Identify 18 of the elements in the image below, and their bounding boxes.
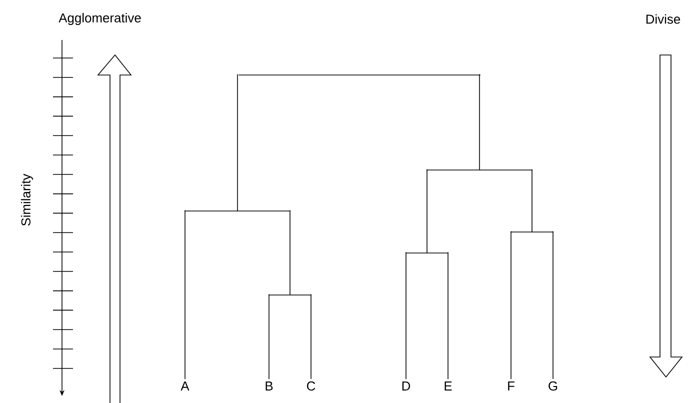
dendrogram-branch [426, 168, 428, 254]
leaf-label: F [508, 382, 514, 390]
leaf-label: C [306, 381, 316, 391]
dendrogram-branch [184, 210, 186, 380]
leaf-label: D [402, 382, 410, 390]
dendrogram-branch [552, 230, 554, 380]
leaf-label: B [266, 382, 273, 390]
dendrogram-branch [310, 294, 312, 380]
axis-label: Divise [646, 14, 680, 24]
dendrogram-branch [237, 74, 238, 212]
leaf-label: A [180, 382, 190, 390]
leaf-label: E [444, 382, 452, 390]
axis-label: Agglomerative [58, 12, 141, 26]
dendrogram-branch [479, 74, 480, 170]
axis-label: Similarity [20, 174, 34, 226]
dendrogram-branch [510, 230, 512, 380]
dendrogram-branch [268, 294, 270, 380]
leaf-label: G [548, 381, 558, 391]
